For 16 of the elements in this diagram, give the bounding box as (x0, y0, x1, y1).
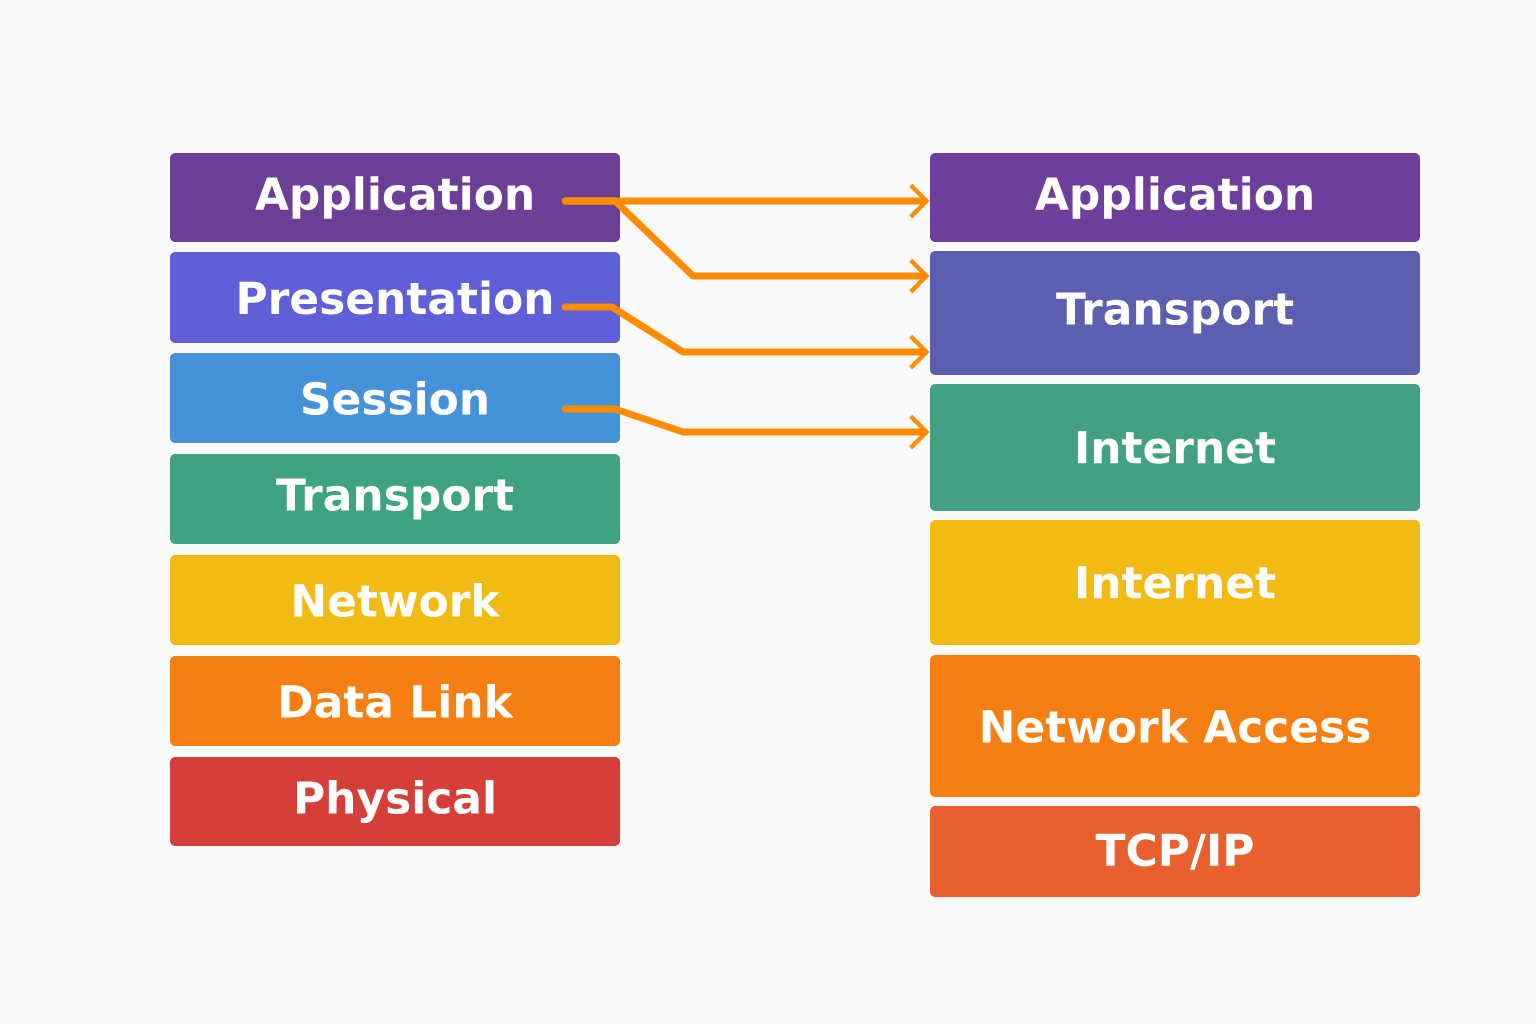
layer-box: TCP/IP (930, 806, 1420, 897)
arrow (561, 303, 930, 370)
layer-box: Transport (930, 251, 1420, 375)
layer-box: Application (170, 153, 620, 242)
arrow (561, 405, 930, 450)
layer-box: Transport (170, 454, 620, 544)
arrow (561, 197, 930, 294)
layer-box: Network (170, 555, 620, 645)
layer-box: Presentation (170, 252, 620, 343)
layer-box: Internet (930, 520, 1420, 645)
layer-box: Physical (170, 757, 620, 846)
layer-box: Session (170, 353, 620, 443)
layer-box: Internet (930, 384, 1420, 511)
layer-box: Network Access (930, 655, 1420, 797)
layer-box: Application (930, 153, 1420, 242)
layer-box: Data Link (170, 656, 620, 746)
